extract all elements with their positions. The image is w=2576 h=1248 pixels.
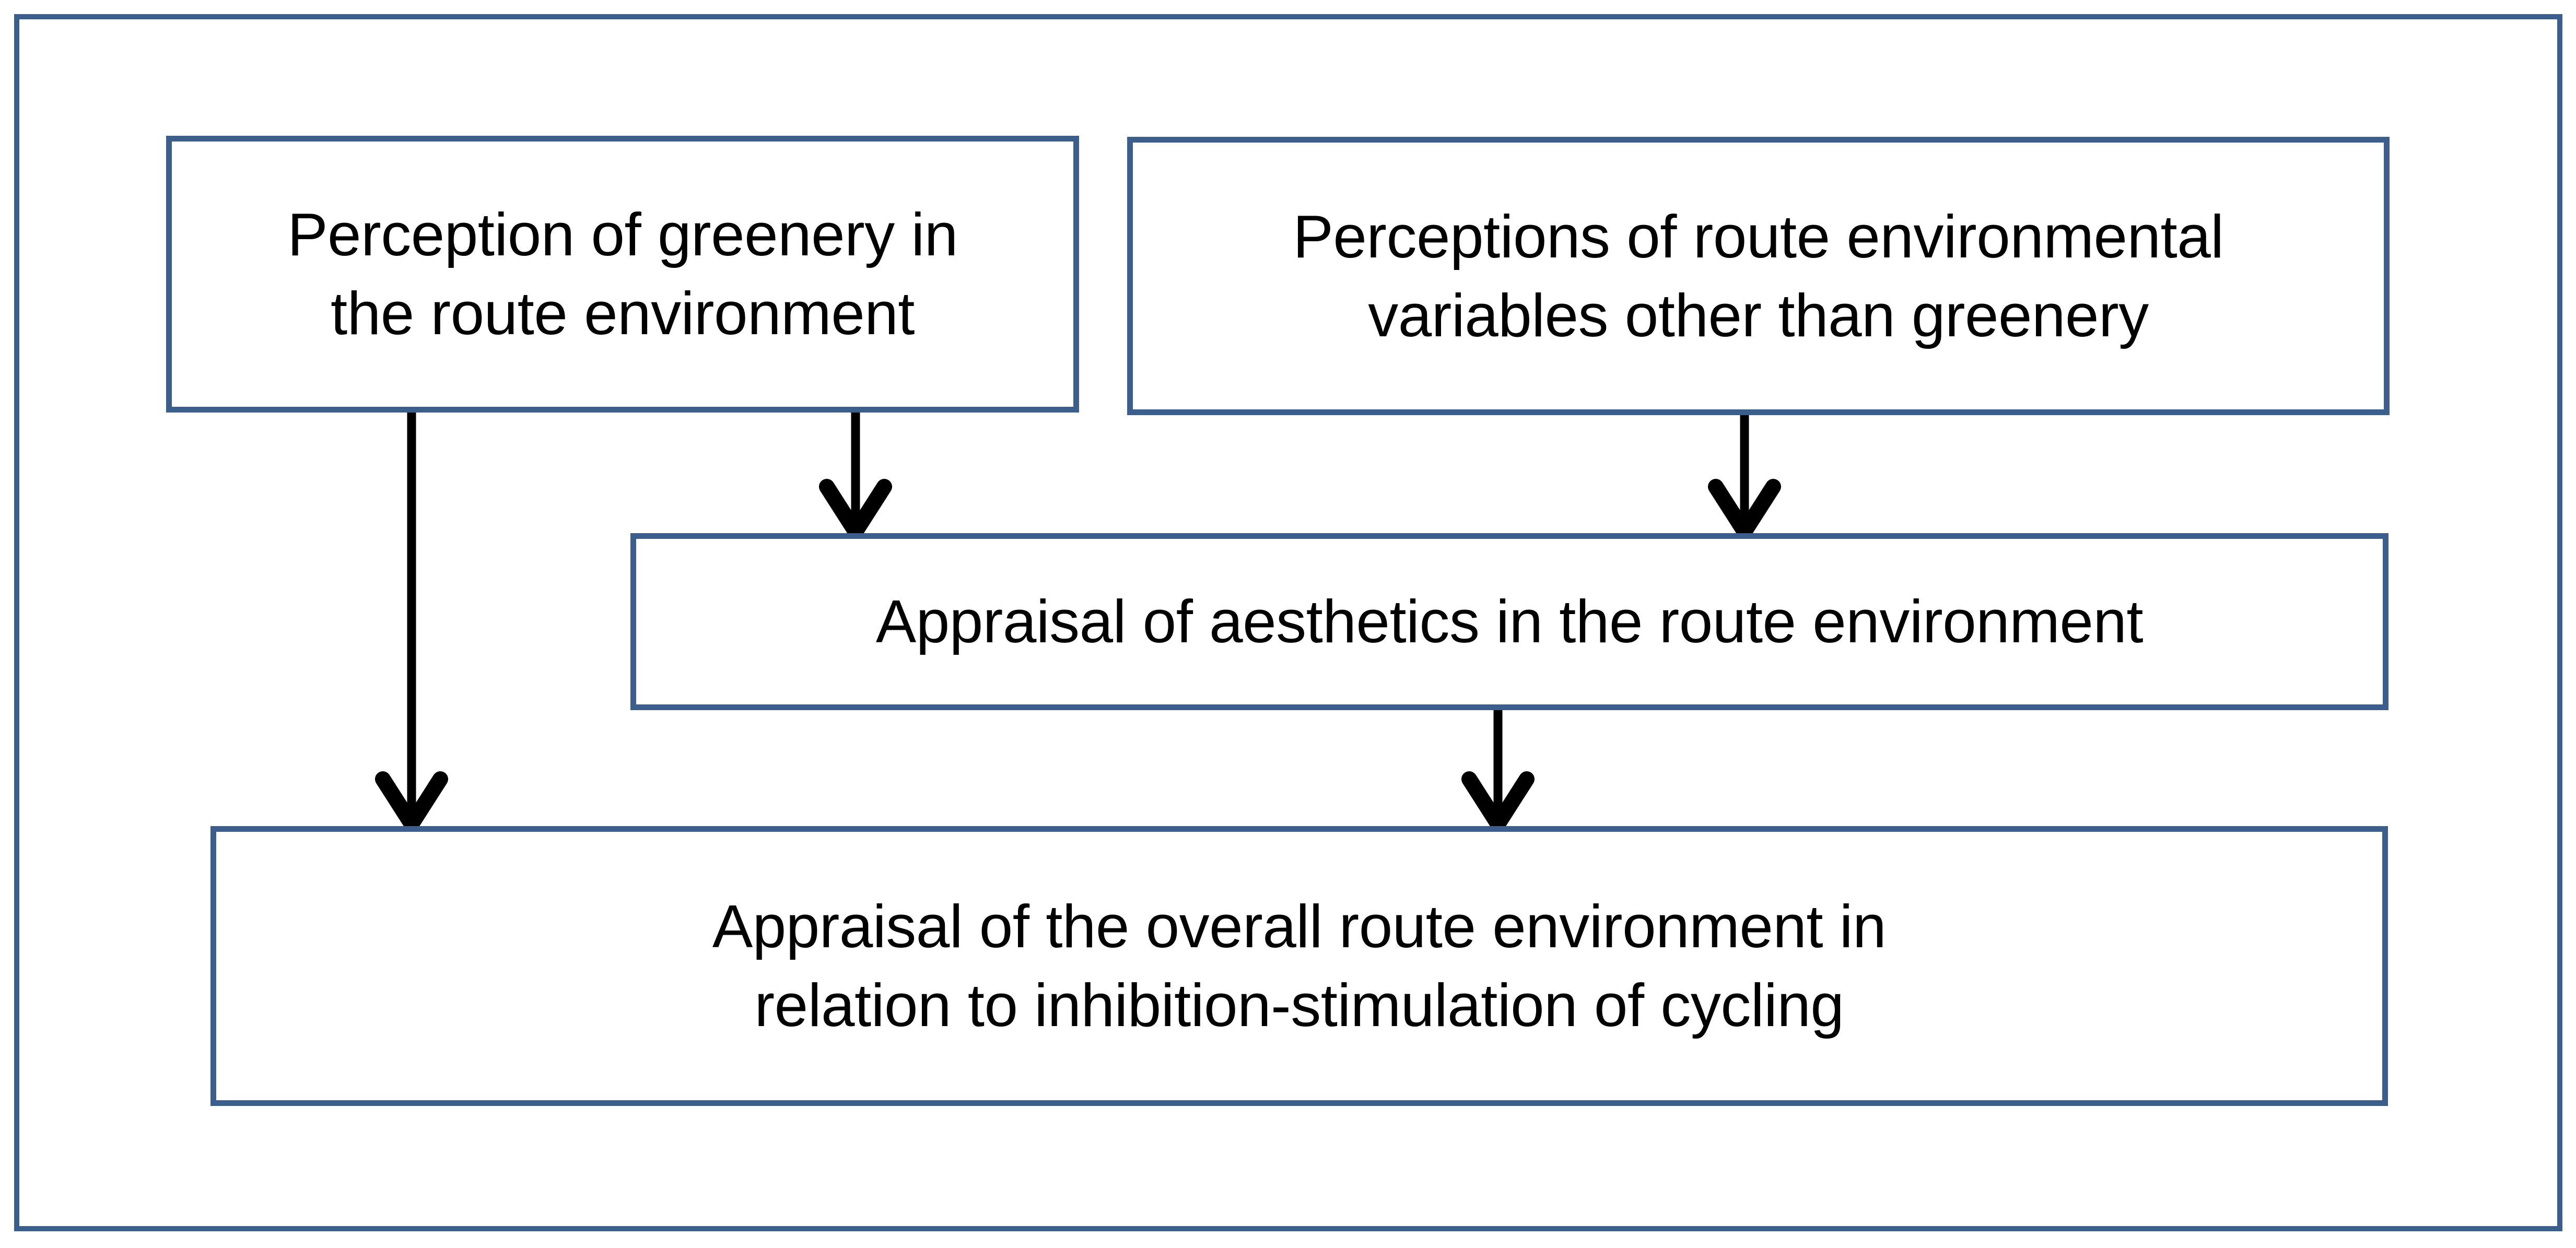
node-perceptions-other-variables[interactable]: Perceptions of route environmental varia… — [1127, 137, 2390, 415]
node-perception-of-greenery[interactable]: Perception of greenery in the route envi… — [166, 136, 1079, 413]
node-appraisal-of-overall-route-environment-label: Appraisal of the overall route environme… — [712, 892, 1887, 1039]
node-perceptions-other-variables-label: Perceptions of route environmental varia… — [1293, 202, 2224, 349]
node-perception-of-greenery-label: Perception of greenery in the route envi… — [287, 201, 958, 347]
node-appraisal-of-aesthetics[interactable]: Appraisal of aesthetics in the route env… — [630, 533, 2388, 710]
node-appraisal-of-aesthetics-label: Appraisal of aesthetics in the route env… — [875, 587, 2144, 656]
node-appraisal-of-overall-route-environment[interactable]: Appraisal of the overall route environme… — [210, 826, 2388, 1106]
